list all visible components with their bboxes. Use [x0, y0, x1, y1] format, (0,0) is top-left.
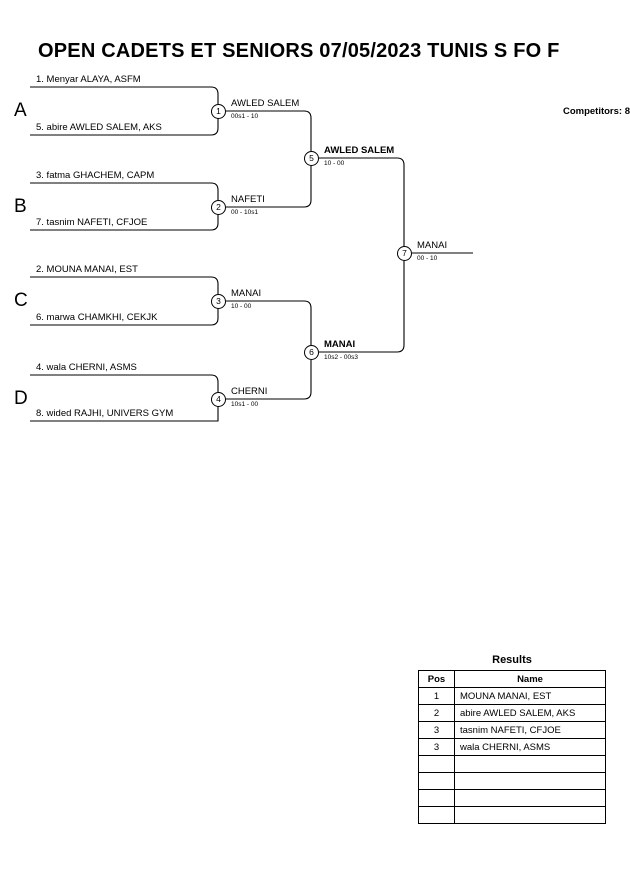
- result-position: [418, 755, 455, 773]
- tournament-header: OPEN CADETS ET SENIORS 07/05/2023 TUNIS …: [38, 40, 630, 117]
- group-letter-c: C: [14, 290, 28, 311]
- match-6-winner: MANAI: [324, 339, 356, 350]
- match-2-score: 00 - 10s1: [231, 209, 259, 216]
- seed-entry-7: 7. tasnim NAFETI, CFJOE: [36, 217, 148, 228]
- match-node-3[interactable]: 3: [211, 294, 226, 309]
- match-node-2[interactable]: 2: [211, 200, 226, 215]
- results-header-row: Pos Name: [418, 670, 606, 688]
- result-name: [454, 789, 606, 807]
- group-letter-a: A: [14, 100, 27, 121]
- match-1-score: 00s1 - 10: [231, 113, 259, 120]
- page-title: OPEN CADETS ET SENIORS 07/05/2023 TUNIS …: [38, 40, 560, 62]
- seed-entry-2: 2. MOUNA MANAI, EST: [36, 264, 138, 275]
- seed-entry-3: 3. fatma GHACHEM, CAPM: [36, 170, 155, 181]
- match-node-1[interactable]: 1: [211, 104, 226, 119]
- results-col-name: Name: [454, 670, 606, 688]
- seed-entry-6: 6. marwa CHAMKHI, CEKJK: [36, 312, 158, 323]
- result-name: MOUNA MANAI, EST: [454, 687, 606, 705]
- table-row: [418, 755, 606, 773]
- match-3-score: 10 - 00: [231, 303, 252, 310]
- seed-entry-5: 5. abire AWLED SALEM, AKS: [36, 122, 162, 133]
- seed-entry-1: 1. Menyar ALAYA, ASFM: [36, 74, 141, 85]
- result-position: 2: [418, 704, 455, 722]
- match-6-score: 10s2 - 00s3: [324, 354, 358, 361]
- result-name: wala CHERNI, ASMS: [454, 738, 606, 756]
- results-col-pos: Pos: [418, 670, 455, 688]
- table-row: [418, 772, 606, 790]
- result-position: [418, 772, 455, 790]
- result-position: 1: [418, 687, 455, 705]
- match-3-winner: MANAI: [231, 288, 262, 299]
- result-name: [454, 806, 606, 824]
- match-node-6[interactable]: 6: [304, 345, 319, 360]
- table-row: [418, 789, 606, 807]
- group-letter-b: B: [14, 196, 27, 217]
- match-4-score: 10s1 - 00: [231, 401, 259, 408]
- match-7-winner: MANAI: [417, 240, 448, 251]
- table-row: [418, 806, 606, 824]
- tournament-bracket: A B C D 1. Menyar ALAYA, ASFM 5. abire A…: [14, 74, 473, 422]
- match-5-winner: AWLED SALEM: [324, 145, 395, 156]
- result-position: [418, 806, 455, 824]
- match-node-7[interactable]: 7: [397, 246, 412, 261]
- match-4-winner: CHERNI: [231, 386, 268, 397]
- seed-entry-4: 4. wala CHERNI, ASMS: [36, 362, 137, 373]
- results-title: Results: [492, 654, 532, 666]
- seed-entry-8: 8. wided RAJHI, UNIVERS GYM: [36, 408, 174, 419]
- group-letter-d: D: [14, 388, 28, 409]
- result-position: 3: [418, 721, 455, 739]
- result-name: tasnim NAFETI, CFJOE: [454, 721, 606, 739]
- competitors-count: Competitors: 8: [562, 106, 630, 117]
- match-2-winner: NAFETI: [231, 194, 265, 205]
- result-position: 3: [418, 738, 455, 756]
- match-7-score: 00 - 10: [417, 255, 438, 262]
- match-node-4[interactable]: 4: [211, 392, 226, 407]
- result-name: [454, 772, 606, 790]
- bracket-lines: [30, 86, 473, 422]
- result-position: [418, 789, 455, 807]
- match-5-score: 10 - 00: [324, 160, 345, 167]
- result-name: [454, 755, 606, 773]
- match-1-winner: AWLED SALEM: [231, 98, 300, 109]
- result-name: abire AWLED SALEM, AKS: [454, 704, 606, 722]
- match-node-5[interactable]: 5: [304, 151, 319, 166]
